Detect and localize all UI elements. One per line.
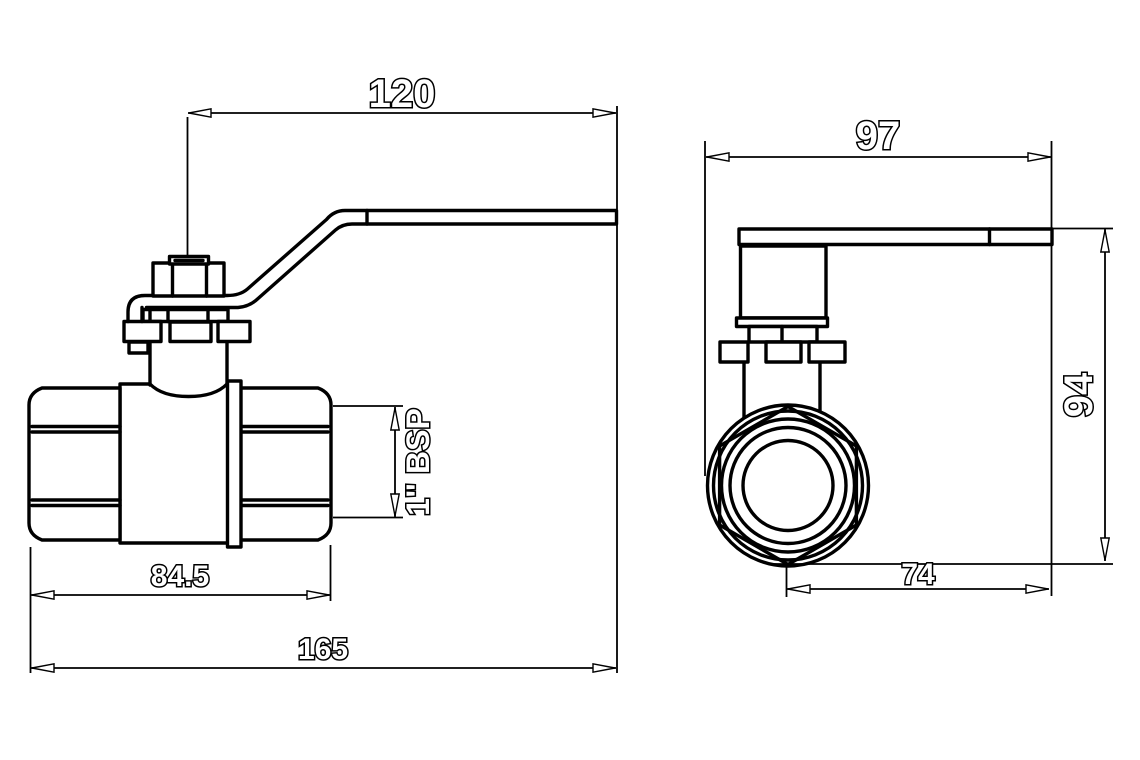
handle-end-view (718, 227, 1054, 364)
arrowhead-top (1099, 229, 1111, 253)
arrowhead-bottom (1099, 537, 1111, 561)
arrowhead-left (188, 107, 212, 119)
dim-label-handle-length: 120 (369, 72, 436, 116)
dim-label-end-height: 94 (1057, 372, 1101, 417)
packing-washer (141, 307, 230, 324)
dimension-body-length: 84.5 (29, 545, 332, 673)
arrowhead-left (787, 583, 811, 595)
arrowhead-right (306, 589, 330, 601)
dim-label-overall-length: 165 (298, 633, 348, 666)
arrowhead-left (31, 662, 55, 674)
hex-flat-lines-left (30, 424, 122, 508)
stem-nut-body (151, 261, 226, 298)
arrowhead-right (592, 107, 616, 119)
dim-label-center-to-handle: 74 (901, 558, 935, 591)
arrowhead-right (1027, 151, 1051, 163)
gland-flat-right-end (807, 340, 847, 364)
chamfer-circle-outer (711, 409, 865, 562)
handle-lever (126, 208, 619, 355)
joint-ring (225, 379, 243, 549)
gland-nut-flat-left (122, 319, 163, 344)
hex-end-cap-left (27, 386, 122, 542)
thread-circle (728, 425, 848, 546)
stem-nut (151, 254, 226, 298)
valve-body (27, 339, 333, 549)
handle-bar (737, 227, 1054, 247)
dimension-handle-length: 120 (188, 71, 618, 209)
arrowhead-top (389, 407, 401, 431)
side-view: 120 84.5 165 1" BSP (27, 71, 619, 674)
dim-label-port-thread: 1" BSP (400, 408, 436, 516)
dimension-end-width: 97 (706, 113, 1051, 163)
stem-neck (148, 339, 229, 387)
dimension-end-height: 94 (1056, 229, 1111, 561)
center-body (118, 382, 231, 545)
handle-outline (126, 208, 619, 324)
gland-flat-left-end (718, 340, 750, 364)
dim-label-end-width: 97 (856, 114, 901, 158)
bore-circle (741, 438, 835, 533)
packing-washer-splines (148, 307, 210, 324)
handle-stop-tab-end (127, 340, 150, 355)
hex-end-cap-right (238, 386, 333, 542)
arrowhead-right (592, 662, 616, 674)
dimension-center-to-handle: 74 (785, 557, 1049, 597)
arrowhead-left (706, 151, 730, 163)
dim-label-body-length: 84.5 (151, 560, 209, 593)
hex-flat-lines-right (238, 424, 330, 508)
end-view: 97 94 74 (704, 113, 1113, 597)
arrowhead-bottom (389, 493, 401, 517)
dimension-port-thread: 1" BSP (333, 405, 438, 519)
gland-nut-flat-right (216, 319, 252, 344)
stem-mount-block (738, 244, 828, 320)
gland-flat-center-end (764, 340, 803, 364)
chamfer-circle-inner (719, 417, 857, 554)
gland-nut-flat-center (168, 320, 213, 344)
arrowhead-left (31, 589, 55, 601)
dimension-overall-length: 165 (31, 225, 618, 674)
body-end (705, 403, 871, 568)
arrowhead-right (1025, 583, 1049, 595)
stem-nut-facets (170, 261, 209, 298)
